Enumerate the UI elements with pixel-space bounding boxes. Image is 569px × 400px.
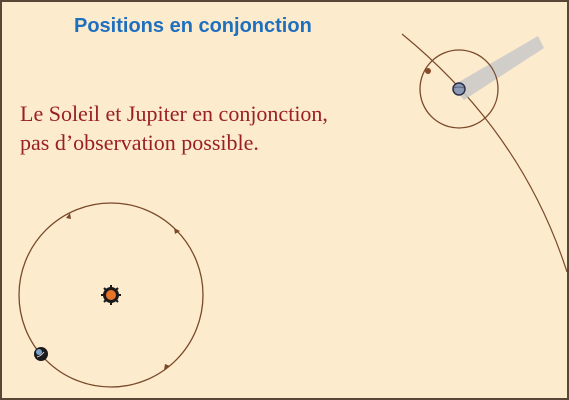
caption-line-1: Le Soleil et Jupiter en conjonction, <box>20 101 328 126</box>
earth-icon <box>34 347 48 361</box>
conjunction-caption: Le Soleil et Jupiter en conjonction, pas… <box>20 99 420 157</box>
orbit-arrow-top <box>66 213 71 219</box>
jupiter-icon <box>452 82 466 96</box>
orbit-arrow-right <box>174 228 180 234</box>
caption-line-2: pas d’observation possible. <box>20 130 259 155</box>
light-band <box>452 36 544 100</box>
jupiter-satellite-orbit <box>419 49 499 129</box>
page-title: Positions en conjonction <box>74 15 312 37</box>
earth-orbit <box>18 202 204 388</box>
sun-icon <box>101 285 121 305</box>
satellite-dot <box>425 68 431 74</box>
jupiter-orbit-arc <box>401 33 567 273</box>
orbit-arrow-bottom <box>164 364 170 370</box>
